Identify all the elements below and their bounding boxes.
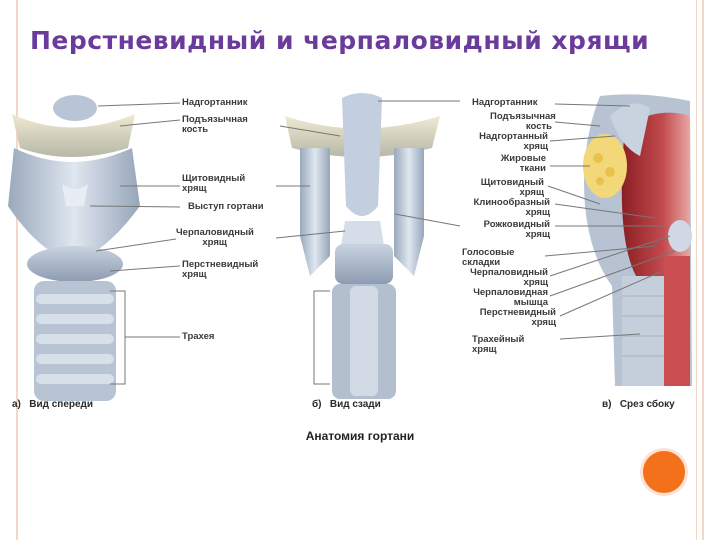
label-side-arytenoid: Черпаловидный хрящ (452, 268, 548, 288)
label-side-epiglottis: Надгортанник (472, 98, 538, 108)
label-side-cuneiform: Клинообразный хрящ (452, 198, 550, 218)
front-trachea-ring-5 (36, 374, 114, 384)
label-side-tracheal: Трахейный хрящ (472, 335, 524, 355)
figure-title: Анатомия гортани (0, 429, 720, 443)
caption-back-view: б) Вид сзади (312, 399, 381, 410)
label-front-epiglottis: Надгортанник (182, 98, 248, 108)
label-front-thyroid: Щитовидный хрящ (182, 174, 245, 194)
back-trachea-membrane (350, 286, 378, 396)
label-side-hyoepiglottic: Надгортанный хрящ (460, 132, 548, 152)
label-side-cricoid: Перстневидный хрящ (458, 308, 556, 328)
label-side-vocal-folds: Голосовые складки (462, 248, 514, 268)
front-trachea-ring-3 (36, 334, 114, 344)
back-cricoid (335, 244, 393, 284)
side-view-drawing (545, 94, 692, 386)
label-side-corniculate: Рожковидный хрящ (460, 220, 550, 240)
side-cricoid (668, 220, 692, 252)
label-front-prominence: Выступ гортани (188, 202, 264, 212)
front-cricoid (27, 246, 123, 282)
front-trachea-ring-4 (36, 354, 114, 364)
caption-front-view: а) Вид спереди (12, 399, 93, 410)
front-trachea-ring-2 (36, 314, 114, 324)
decorative-orange-circle (640, 448, 688, 496)
back-epiglottis (342, 93, 382, 216)
slide-title: Перстневидный и черпаловидный хрящи (30, 24, 650, 58)
label-front-hyoid: Подъязычная кость (182, 115, 248, 135)
back-arytenoid (341, 221, 384, 246)
larynx-figure: Надгортанник Подъязычная кость Щитовидны… (0, 86, 720, 456)
label-side-arytenoid-muscle: Черпаловидная мышца (452, 288, 548, 308)
label-front-cricoid: Перстневидный хрящ (182, 260, 258, 280)
label-side-thyroid: Щитовидный хрящ (456, 178, 544, 198)
label-front-trachea: Трахея (182, 332, 214, 342)
caption-side-view: в) Срез сбоку (602, 399, 675, 410)
back-thyroid (300, 148, 330, 276)
front-epiglottis (53, 95, 97, 121)
front-trachea-ring-1 (36, 294, 114, 304)
label-front-arytenoid: Черпаловидный хрящ (176, 228, 254, 248)
back-thyroid-right (394, 148, 424, 276)
side-esophagus (664, 256, 690, 386)
side-trachea (622, 276, 664, 386)
front-view-drawing (8, 95, 180, 401)
label-side-fat: Жировые ткани (460, 154, 546, 174)
back-view-drawing (276, 93, 460, 399)
label-side-hyoid: Подъязычная кость (490, 112, 552, 132)
